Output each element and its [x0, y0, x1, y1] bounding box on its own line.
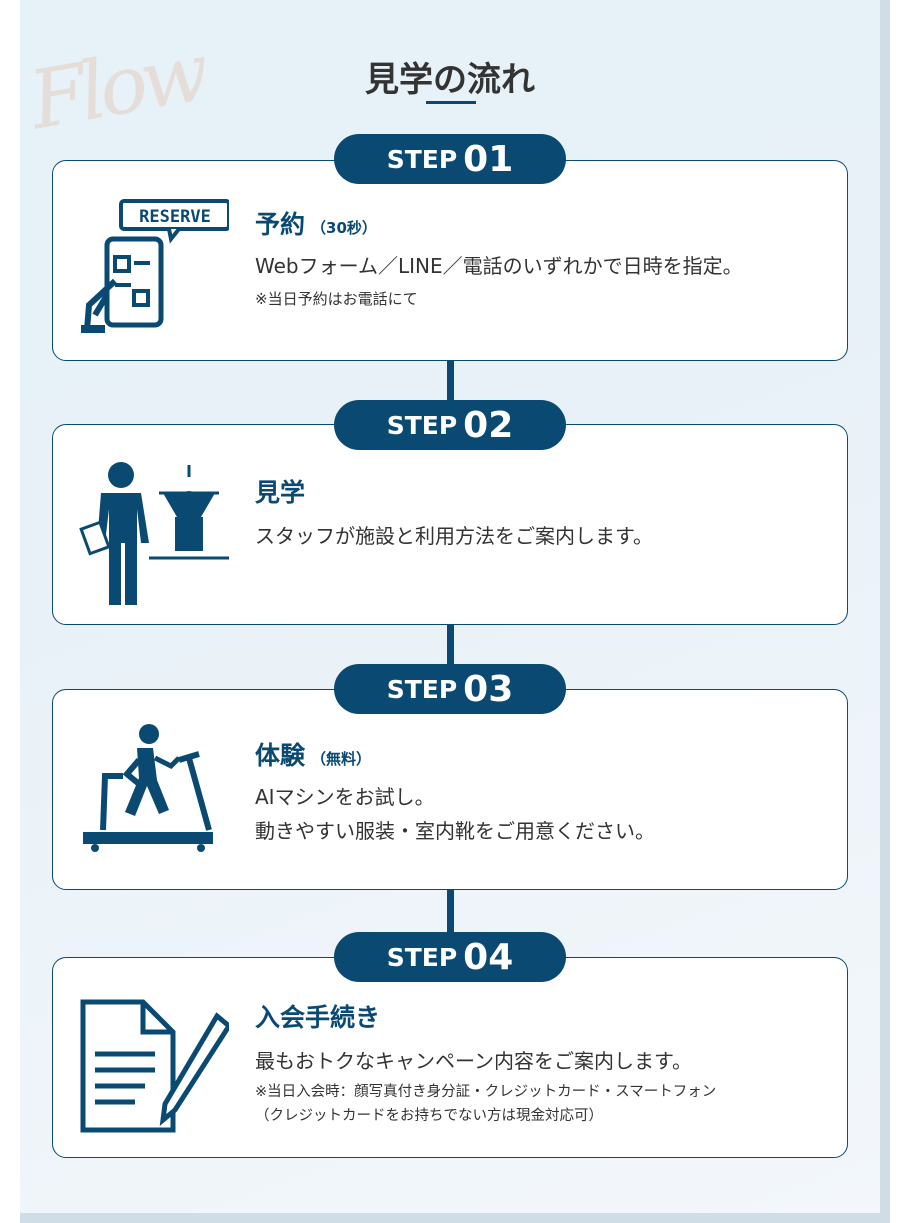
step-card-2: 見学 スタッフが施設と利用方法をご案内します。 [52, 424, 848, 625]
step-heading: 予約（30秒） [255, 210, 377, 239]
step-note-2: （クレジットカードをお持ちでない方は現金対応可） [255, 1108, 603, 1124]
step-note: ※当日予約はお電話にて [255, 290, 418, 308]
step-description-1: AIマシンをお試し。 [255, 785, 435, 809]
title-underline [426, 101, 476, 104]
step-card-4: 入会手続き 最もおトクなキャンペーン内容をご案内します。 ※当日入会時：顔写真付… [52, 957, 848, 1158]
step-description: Webフォーム／LINE／電話のいずれかで日時を指定。 [255, 254, 743, 278]
step-heading: 入会手続き [255, 1003, 381, 1032]
step-description: スタッフが施設と利用方法をご案内します。 [255, 524, 653, 548]
connector-line [447, 625, 454, 689]
svg-text:RESERVE: RESERVE [139, 207, 211, 227]
page-title: 見学の流れ [365, 60, 535, 100]
connector-line [447, 890, 454, 957]
step-description-2: 動きやすい服装・室内靴をご用意ください。 [255, 819, 655, 843]
step-note-1: ※当日入会時：顔写真付き身分証・クレジットカード・スマートフォン [255, 1084, 717, 1100]
staff-tour-icon [79, 462, 229, 605]
step-description: 最もおトクなキャンペーン内容をご案内します。 [255, 1049, 692, 1073]
step-heading: 見学 [255, 478, 306, 507]
connector-line [447, 361, 454, 425]
step-card-3: 体験（無料） AIマシンをお試し。 動きやすい服装・室内靴をご用意ください。 [52, 689, 848, 890]
step-heading: 体験（無料） [255, 741, 372, 770]
reserve-phone-icon: RESERVE [81, 199, 229, 333]
step-card-1: RESERVE 予約（30秒） Webフォーム／LINE／電話のいずれかで日時を… [52, 160, 848, 361]
document-pen-icon [80, 999, 229, 1133]
treadmill-icon [83, 724, 213, 852]
